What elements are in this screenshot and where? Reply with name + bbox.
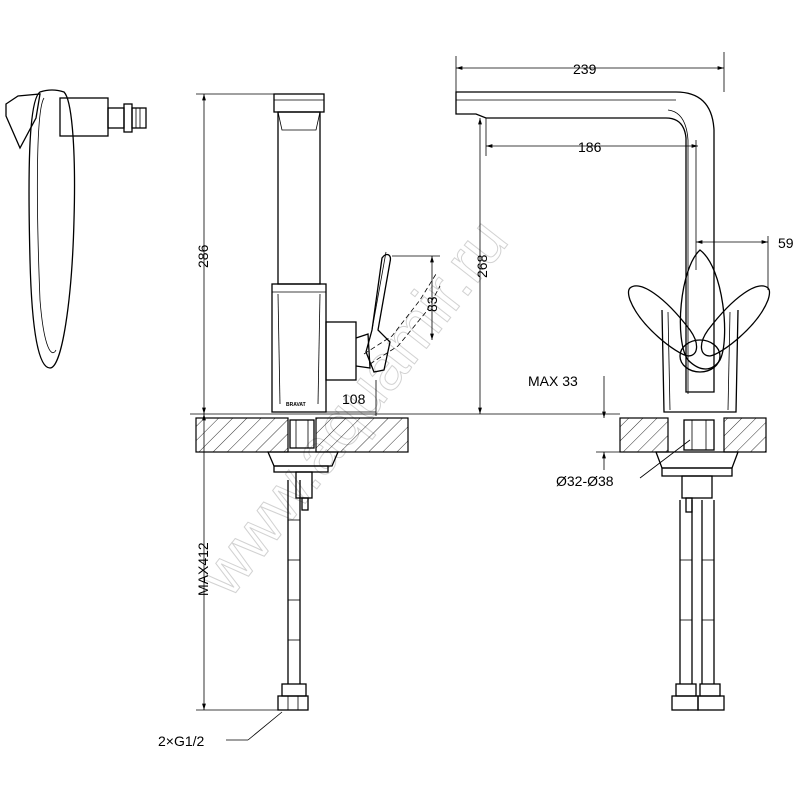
lever-swing-path bbox=[363, 273, 437, 355]
dim-total-reach: 239 bbox=[573, 61, 597, 77]
dim-connection-thread: 2×G1/2 bbox=[158, 733, 205, 749]
spout-column bbox=[277, 111, 321, 285]
lever-tip-top bbox=[5, 93, 41, 150]
handle-housing bbox=[325, 321, 357, 381]
front-hoses bbox=[679, 500, 715, 684]
brand-logo-text: BRAVAT bbox=[286, 402, 306, 408]
handle-petal-right bbox=[700, 285, 771, 357]
supply-hose bbox=[287, 480, 301, 684]
top-view bbox=[5, 89, 147, 369]
countertop-left bbox=[195, 417, 289, 453]
handle-petal-center bbox=[679, 249, 726, 370]
dim-max-counter: MAX 33 bbox=[528, 373, 578, 389]
dim-handle-height: 83 bbox=[424, 296, 440, 312]
countertop-left-2 bbox=[315, 417, 409, 453]
side-view: BRAVAT bbox=[267, 93, 441, 711]
spout-arm bbox=[455, 91, 715, 393]
front-view bbox=[455, 91, 771, 711]
dim-hole-diameter: Ø32-Ø38 bbox=[556, 473, 614, 489]
spout-cap bbox=[273, 93, 325, 113]
dim-spout-reach: 186 bbox=[578, 139, 602, 155]
watermark-text: www.aquamir.ru bbox=[184, 206, 522, 610]
dim-spout-height: 268 bbox=[474, 254, 490, 278]
countertop-right-2 bbox=[723, 417, 767, 453]
handle-lever-top bbox=[28, 89, 76, 369]
dim-body-depth: 108 bbox=[342, 391, 366, 407]
dim-max-hose: MAX412 bbox=[195, 542, 211, 596]
side-lever bbox=[365, 253, 392, 373]
handle-petal-left bbox=[627, 285, 698, 357]
dim-total-height: 286 bbox=[195, 244, 211, 268]
hose-nut bbox=[281, 683, 307, 697]
countertop-right bbox=[619, 417, 669, 453]
dimension-lines bbox=[190, 52, 769, 741]
dim-handle-offset: 59 bbox=[778, 235, 794, 251]
front-body bbox=[661, 309, 739, 413]
